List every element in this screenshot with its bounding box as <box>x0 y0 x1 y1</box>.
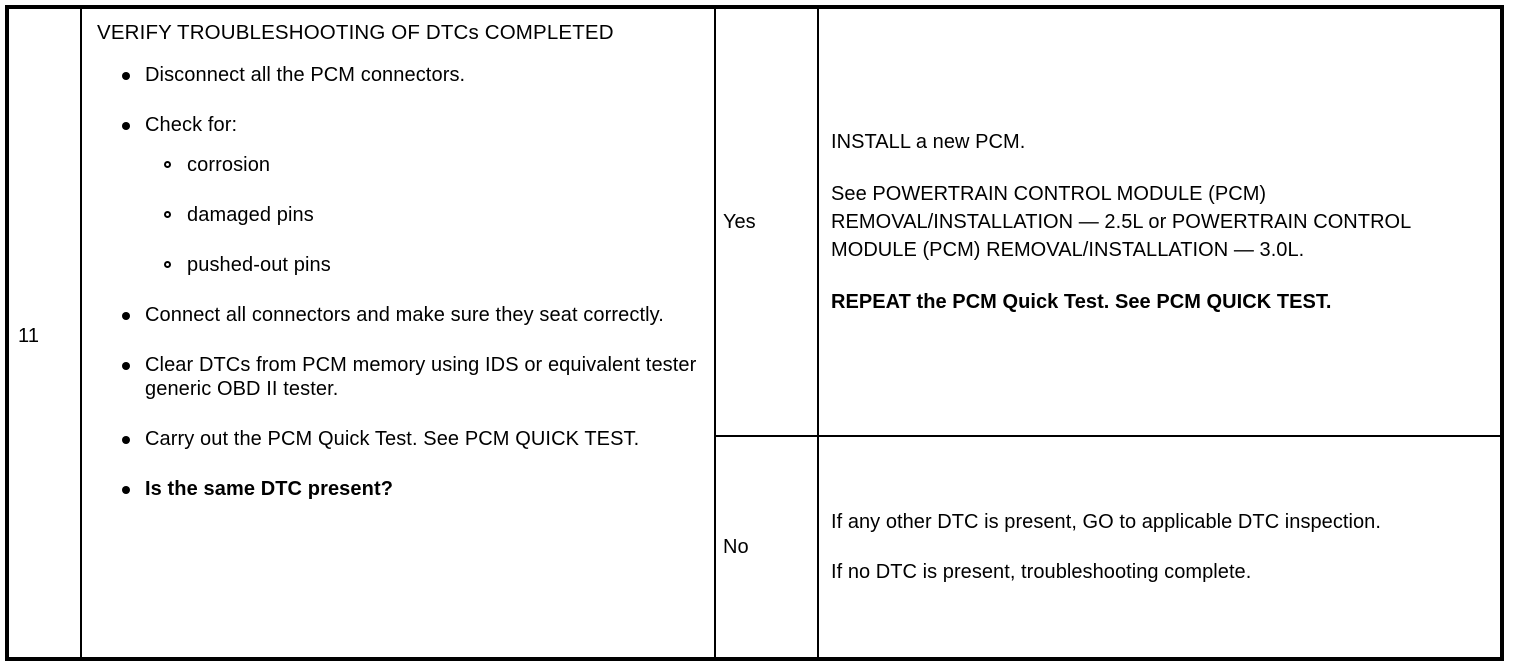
result-paragraph: If no DTC is present, troubleshooting co… <box>831 561 1252 583</box>
list-item-question: Is the same DTC present? <box>97 477 708 501</box>
list-item-text: Is the same DTC present? <box>145 478 394 500</box>
hollow-bullet-icon <box>164 261 171 268</box>
list-item-text: Disconnect all the PCM connectors. <box>145 64 466 86</box>
filled-bullet-icon <box>122 486 130 494</box>
result-paragraph: If any other DTC is present, GO to appli… <box>831 511 1381 533</box>
answer-cell-no: No <box>716 437 817 657</box>
list-item-text: Check for: <box>145 114 238 136</box>
result-column: INSTALL a new PCM. See POWERTRAIN CONTRO… <box>819 9 1500 657</box>
sub-list-item: pushed-out pins <box>145 253 708 277</box>
sub-list-item-text: corrosion <box>187 154 271 176</box>
list-item: Clear DTCs from PCM memory using IDS or … <box>97 353 708 401</box>
filled-bullet-icon <box>122 72 130 80</box>
action-bullet-list: Disconnect all the PCM connectors. Check… <box>97 63 708 501</box>
diagnostic-step-table: 11 VERIFY TROUBLESHOOTING OF DTCs COMPLE… <box>5 5 1504 661</box>
sub-list-item: corrosion <box>145 153 708 177</box>
hollow-bullet-icon <box>164 211 171 218</box>
sub-list-item: damaged pins <box>145 203 708 227</box>
action-title: VERIFY TROUBLESHOOTING OF DTCs COMPLETED <box>97 21 614 44</box>
result-paragraph: See POWERTRAIN CONTROL MODULE (PCM) REMO… <box>831 183 1411 261</box>
action-sub-bullet-list: corrosion damaged pins pushed-out pins <box>145 153 708 277</box>
result-paragraph-emphasis: REPEAT the PCM Quick Test. See PCM QUICK… <box>831 291 1332 313</box>
action-content: VERIFY TROUBLESHOOTING OF DTCs COMPLETED… <box>97 20 708 527</box>
filled-bullet-icon <box>122 312 130 320</box>
answer-cell-yes: Yes <box>716 9 817 437</box>
step-number-column: 11 <box>9 9 82 657</box>
action-column: VERIFY TROUBLESHOOTING OF DTCs COMPLETED… <box>82 9 716 657</box>
list-item-text: Clear DTCs from PCM memory using IDS or … <box>145 354 697 400</box>
list-item: Connect all connectors and make sure the… <box>97 303 708 327</box>
step-number: 11 <box>18 325 40 347</box>
result-cell-no: If any other DTC is present, GO to appli… <box>819 437 1500 657</box>
result-cell-yes: INSTALL a new PCM. See POWERTRAIN CONTRO… <box>819 9 1500 437</box>
list-item: Carry out the PCM Quick Test. See PCM QU… <box>97 427 708 451</box>
filled-bullet-icon <box>122 362 130 370</box>
filled-bullet-icon <box>122 436 130 444</box>
list-item: Check for: corrosion damaged pins <box>97 113 708 277</box>
result-paragraph: INSTALL a new PCM. <box>831 131 1026 153</box>
answer-label-yes: Yes <box>723 211 756 233</box>
list-item: Disconnect all the PCM connectors. <box>97 63 708 87</box>
list-item-text: Connect all connectors and make sure the… <box>145 304 664 326</box>
answer-column: Yes No <box>716 9 819 657</box>
hollow-bullet-icon <box>164 161 171 168</box>
sub-list-item-text: pushed-out pins <box>187 254 331 276</box>
list-item-text: Carry out the PCM Quick Test. See PCM QU… <box>145 428 640 450</box>
sub-list-item-text: damaged pins <box>187 204 314 226</box>
answer-label-no: No <box>723 536 749 558</box>
filled-bullet-icon <box>122 122 130 130</box>
